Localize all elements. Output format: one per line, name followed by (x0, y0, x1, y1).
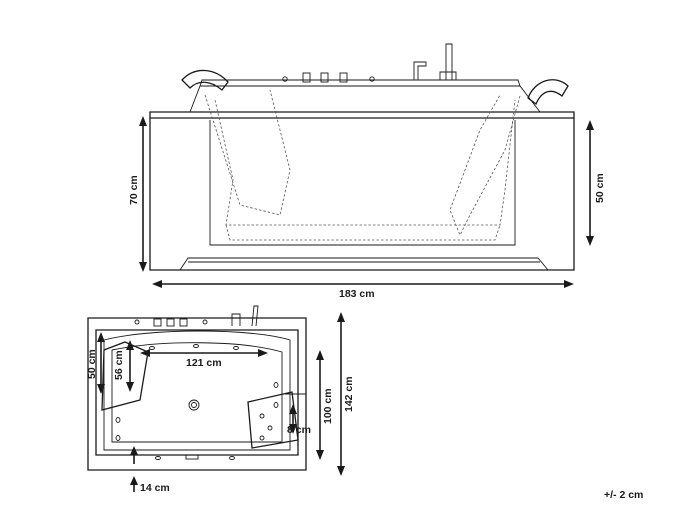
dim-label-front-height-tub: 50 cm (594, 173, 606, 203)
dim-front-height-tub: 50 cm (586, 120, 606, 246)
front-view (149, 43, 575, 271)
dim-label-top-inner-length: 121 cm (186, 357, 222, 369)
tolerance-note: +/- 2 cm (604, 489, 643, 501)
dim-label-top-inner-width: 100 cm (322, 388, 334, 424)
dim-label-front-height-total: 70 cm (128, 175, 140, 205)
dim-front-length: 183 cm (152, 280, 574, 300)
interior-basin (204, 89, 521, 241)
left-headrest-icon (181, 69, 229, 91)
dim-label-front-length: 183 cm (339, 288, 375, 300)
dim-top-headrest-inner: 56 cm (113, 340, 134, 392)
dim-top-outer-width: 142 cm (337, 312, 355, 476)
top-view (87, 305, 307, 471)
dim-label-top-seat-gap: 8 cm (287, 424, 311, 436)
dim-front-height-total: 70 cm (128, 116, 147, 272)
top-left-headrest-icon (101, 341, 149, 411)
dim-top-inner-width: 100 cm (316, 350, 334, 460)
dim-top-inner-length: 121 cm (140, 349, 268, 369)
dim-label-top-headrest-depth: 50 cm (86, 349, 98, 379)
top-right-seat-icon (247, 391, 299, 449)
dim-label-top-step: 14 cm (140, 482, 170, 494)
dim-top-seat-gap: 8 cm (287, 404, 311, 436)
top-controls-icon (134, 305, 259, 327)
jets (115, 344, 279, 460)
right-headrest-icon (527, 79, 569, 106)
dim-label-top-headrest-inner: 56 cm (113, 350, 125, 380)
faucet-icon (413, 43, 457, 80)
control-knobs-icon (282, 72, 375, 83)
drain-icon (188, 399, 200, 411)
dim-label-top-outer-width: 142 cm (343, 376, 355, 412)
dim-top-headrest-depth: 50 cm (86, 332, 105, 394)
dim-top-step: 14 cm (130, 446, 170, 494)
